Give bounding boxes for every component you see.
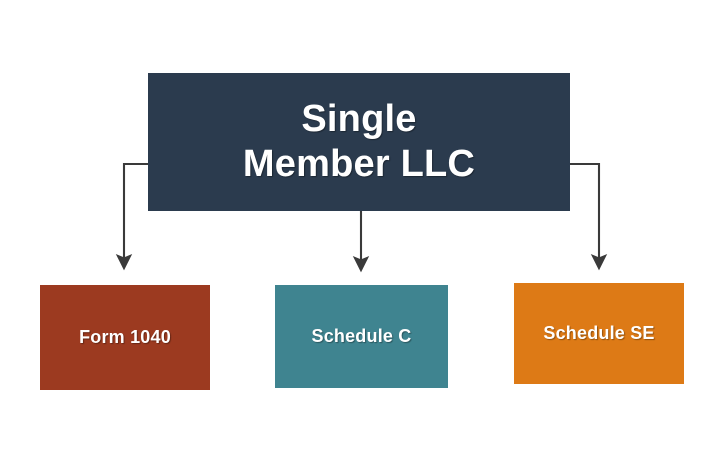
- node-schedule-c-label: Schedule C: [311, 325, 412, 346]
- node-schedule-se-label: Schedule SE: [543, 322, 655, 343]
- connector-root-to-form-1040: [115, 162, 148, 271]
- node-form-1040: Form 1040: [40, 285, 210, 390]
- connector-root-to-schedule-se: [570, 162, 608, 271]
- node-form-1040-label: Form 1040: [79, 326, 171, 347]
- node-schedule-se: Schedule SE: [514, 283, 684, 384]
- node-schedule-c: Schedule C: [275, 285, 448, 388]
- node-single-member-llc: Single Member LLC: [148, 73, 570, 211]
- node-single-member-llc-label: Single Member LLC: [242, 98, 476, 185]
